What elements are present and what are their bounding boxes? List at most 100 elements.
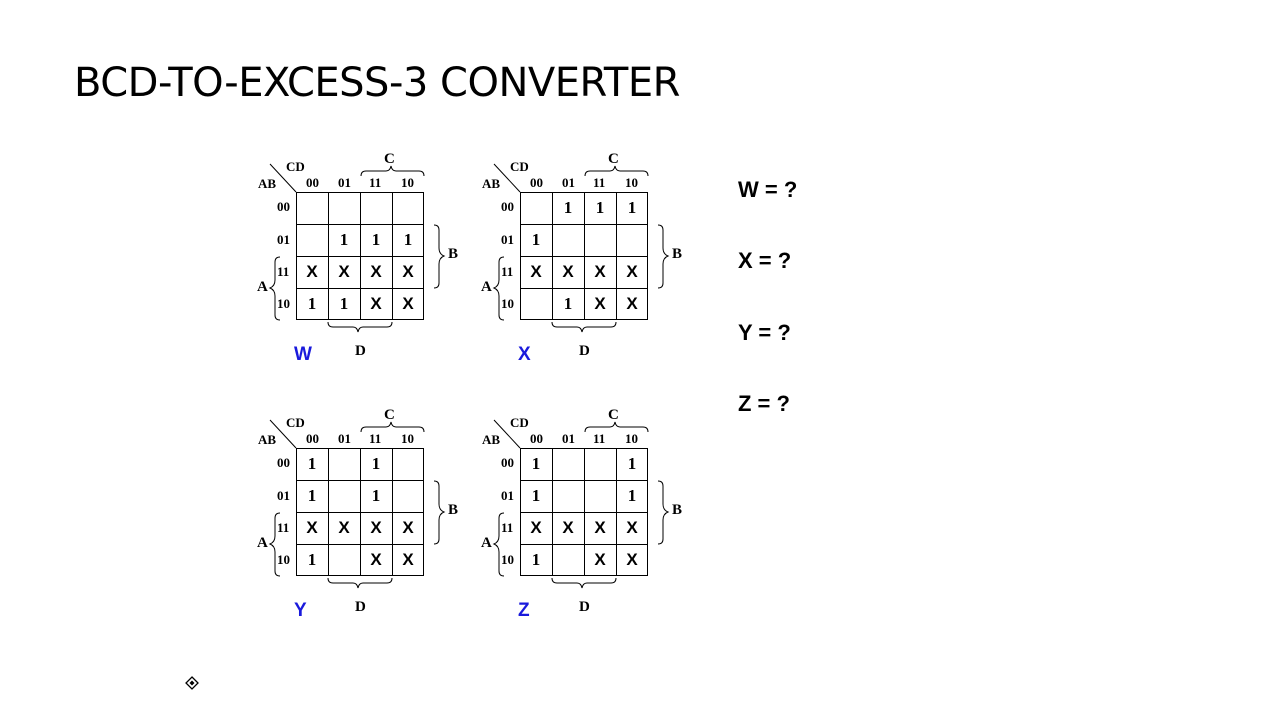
kmap-cell: X (338, 262, 350, 281)
row-code: 11 (277, 520, 290, 535)
brace-c (584, 165, 649, 177)
corner-diagonal (493, 163, 521, 193)
kmap-cell: 1 (403, 230, 413, 249)
diamond-anchor-icon[interactable] (185, 676, 199, 690)
kmap-cell (328, 448, 360, 480)
col-code: 10 (401, 431, 414, 446)
kmap-function-name: Y (294, 600, 307, 621)
row-code: 01 (501, 232, 514, 247)
kmap-cell (616, 224, 648, 256)
kmap-function-name: X (518, 344, 531, 365)
label-b: B (448, 246, 459, 262)
brace-b (657, 224, 670, 289)
kmap-cell: X (562, 262, 574, 281)
corner-diagonal (269, 419, 297, 449)
equation-w: W = ? (738, 177, 798, 202)
corner-diagonal (493, 419, 521, 449)
kmap-cell: X (594, 518, 606, 537)
kmap-cell: 1 (531, 230, 541, 249)
row-code: 00 (277, 455, 290, 470)
kmap-cell: 1 (627, 198, 637, 217)
label-b: B (672, 502, 683, 518)
kmap-cell: X (626, 518, 638, 537)
kmap-cell: X (306, 262, 318, 281)
row-code: 01 (277, 232, 290, 247)
grid-lines (296, 192, 424, 320)
kmap-cell: 1 (531, 454, 541, 473)
kmap-cell: X (370, 550, 382, 569)
kmap-cell (520, 288, 552, 320)
row-code: 10 (277, 552, 290, 567)
col-code: 00 (530, 431, 543, 446)
kmap-cell: 1 (307, 294, 317, 313)
brace-b (433, 480, 446, 545)
brace-c (360, 421, 425, 433)
col-code: 00 (530, 175, 543, 190)
kmap-cell (552, 224, 584, 256)
label-c: C (384, 407, 395, 423)
row-code: 11 (277, 264, 290, 279)
kmap-cell: X (402, 262, 414, 281)
label-ab: AB (482, 432, 501, 447)
label-c: C (608, 151, 619, 167)
kmap-cell: X (594, 294, 606, 313)
col-code: 01 (562, 175, 575, 190)
label-b: B (672, 246, 683, 262)
kmap-lines (492, 163, 670, 333)
label-a: A (257, 279, 268, 295)
kmap-cell: 1 (563, 198, 573, 217)
kmap-cell: 1 (563, 294, 573, 313)
kmap-cell (552, 480, 584, 512)
col-code: 11 (593, 431, 606, 446)
kmap-cell (520, 192, 552, 224)
label-a: A (257, 535, 268, 551)
kmap-cell (296, 224, 328, 256)
row-code: 01 (277, 488, 290, 503)
kmap-cell (584, 224, 616, 256)
label-d: D (355, 343, 366, 359)
row-code: 00 (501, 199, 514, 214)
slide-title: BCD-TO-EXCESS-3 CONVERTER (74, 60, 680, 106)
kmap-cell: 1 (339, 294, 349, 313)
equation-x: X = ? (738, 248, 792, 273)
row-code: 10 (501, 296, 514, 311)
brace-d (551, 577, 617, 589)
brace-a (268, 512, 281, 577)
label-a: A (481, 535, 492, 551)
kmap-cell (552, 544, 584, 576)
kmap-cell: X (626, 262, 638, 281)
kmap-cell: 1 (371, 230, 381, 249)
row-code: 00 (277, 199, 290, 214)
label-d: D (579, 599, 590, 615)
grid-lines (520, 448, 648, 576)
kmap-cell: 1 (531, 486, 541, 505)
col-code: 00 (306, 175, 319, 190)
kmap-function-name: W (294, 344, 312, 365)
equation-y: Y = ? (738, 320, 791, 345)
label-cd: CD (510, 415, 529, 430)
brace-c (584, 421, 649, 433)
kmap-cell: 1 (339, 230, 349, 249)
col-code: 01 (562, 431, 575, 446)
row-code: 11 (501, 520, 514, 535)
kmap-cell: X (626, 294, 638, 313)
row-code: 01 (501, 488, 514, 503)
row-code: 00 (501, 455, 514, 470)
brace-d (327, 321, 393, 333)
row-code: 10 (501, 552, 514, 567)
kmap-function-name: Z (518, 600, 530, 621)
kmap-cell: 1 (627, 486, 637, 505)
kmap-cell (360, 192, 392, 224)
label-ab: AB (258, 176, 277, 191)
brace-d (327, 577, 393, 589)
kmap-cell: 1 (371, 454, 381, 473)
grid-lines (520, 192, 648, 320)
brace-a (492, 512, 505, 577)
kmap-cell: 1 (531, 550, 541, 569)
row-code: 11 (501, 264, 514, 279)
